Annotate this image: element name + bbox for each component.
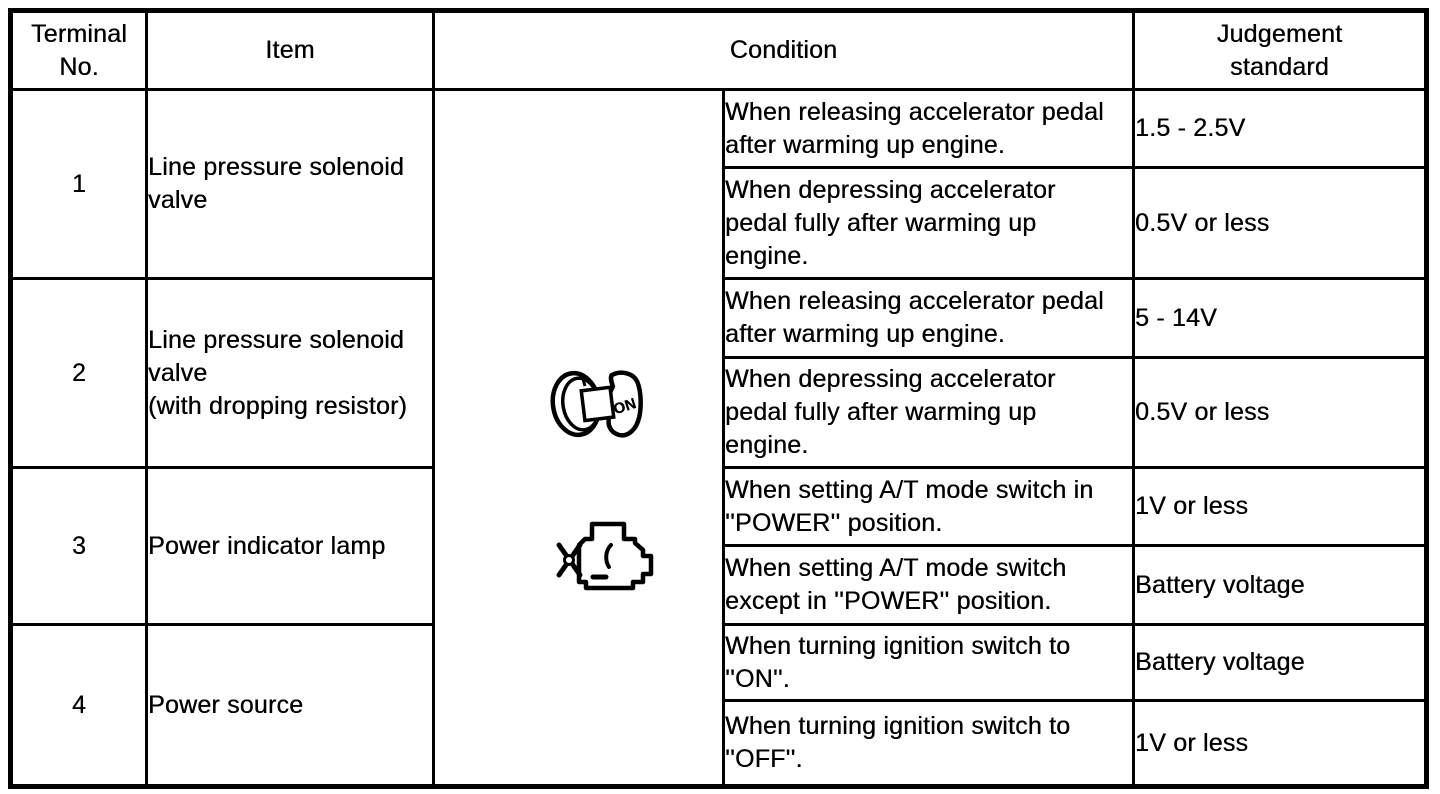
header-condition: Condition [432, 9, 1135, 91]
judgement-cell: 0.5V or less [1132, 166, 1428, 280]
condition-cell: When setting A/T mode switch in ''POWER'… [722, 466, 1135, 547]
item-label-4: Power source [145, 623, 435, 788]
item-label-2: Line pressure solenoid valve (with dropp… [145, 277, 435, 469]
ignition-on-label: ON [611, 395, 638, 418]
judgement-cell: 1V or less [1132, 466, 1428, 547]
judgement-cell: 1V or less [1132, 699, 1428, 788]
condition-cell: When depressing accelerator pedal fully … [722, 356, 1135, 469]
condition-cell: When turning ignition switch to ''ON''. [722, 623, 1135, 702]
terminal-number-3: 3 [9, 466, 148, 626]
table-row: When depressing accelerator pedal fully … [11, 356, 1428, 469]
judgement-cell: 1.5 - 2.5V [1132, 88, 1428, 169]
table-row: When turning ignition switch to ''OFF''.… [11, 699, 1428, 788]
table-row: When setting A/T mode switch except in '… [11, 544, 1428, 626]
table-row: 4 Power source When turning ignition swi… [9, 623, 1428, 788]
ignition-switch-on-icon: ON [546, 321, 650, 491]
judgement-cell: 5 - 14V [1132, 277, 1428, 359]
item-label-1: Line pressure solenoid valve [145, 88, 435, 280]
condition-cell: When turning ignition switch to ''OFF''. [722, 699, 1135, 788]
judgement-cell: Battery voltage [1132, 544, 1428, 626]
condition-cell: When releasing accelerator pedal after w… [722, 277, 1135, 359]
header-judgement-standard: Judgement standard [1132, 9, 1428, 91]
header-terminal-no: Terminal No. [9, 9, 148, 91]
condition-icons-cell: ON [432, 88, 725, 788]
condition-cell: When releasing accelerator pedal after w… [722, 88, 1135, 169]
table-row: 2 Line pressure solenoid valve (with dro… [9, 277, 1428, 469]
header-row: Terminal No. Item Condition Judgement st… [9, 9, 1428, 91]
condition-cell: When setting A/T mode switch except in '… [722, 544, 1135, 626]
table-row: 1 Line pressure solenoid valve ON [9, 88, 1428, 788]
judgement-cell: 0.5V or less [1132, 356, 1428, 469]
item-label-3: Power indicator lamp [145, 466, 435, 626]
engine-icon [548, 479, 658, 631]
terminal-voltage-table: Terminal No. Item Condition Judgement st… [8, 8, 1429, 789]
condition-cell: When depressing accelerator pedal fully … [722, 166, 1135, 280]
table-row: When depressing accelerator pedal fully … [11, 166, 1428, 280]
table-row: 3 Power indicator lamp When setting A/T … [9, 466, 1428, 626]
terminal-number-4: 4 [9, 623, 148, 788]
terminal-number-1: 1 [9, 88, 148, 280]
judgement-cell: Battery voltage [1132, 623, 1428, 702]
terminal-number-2: 2 [9, 277, 148, 469]
header-item: Item [145, 9, 435, 91]
